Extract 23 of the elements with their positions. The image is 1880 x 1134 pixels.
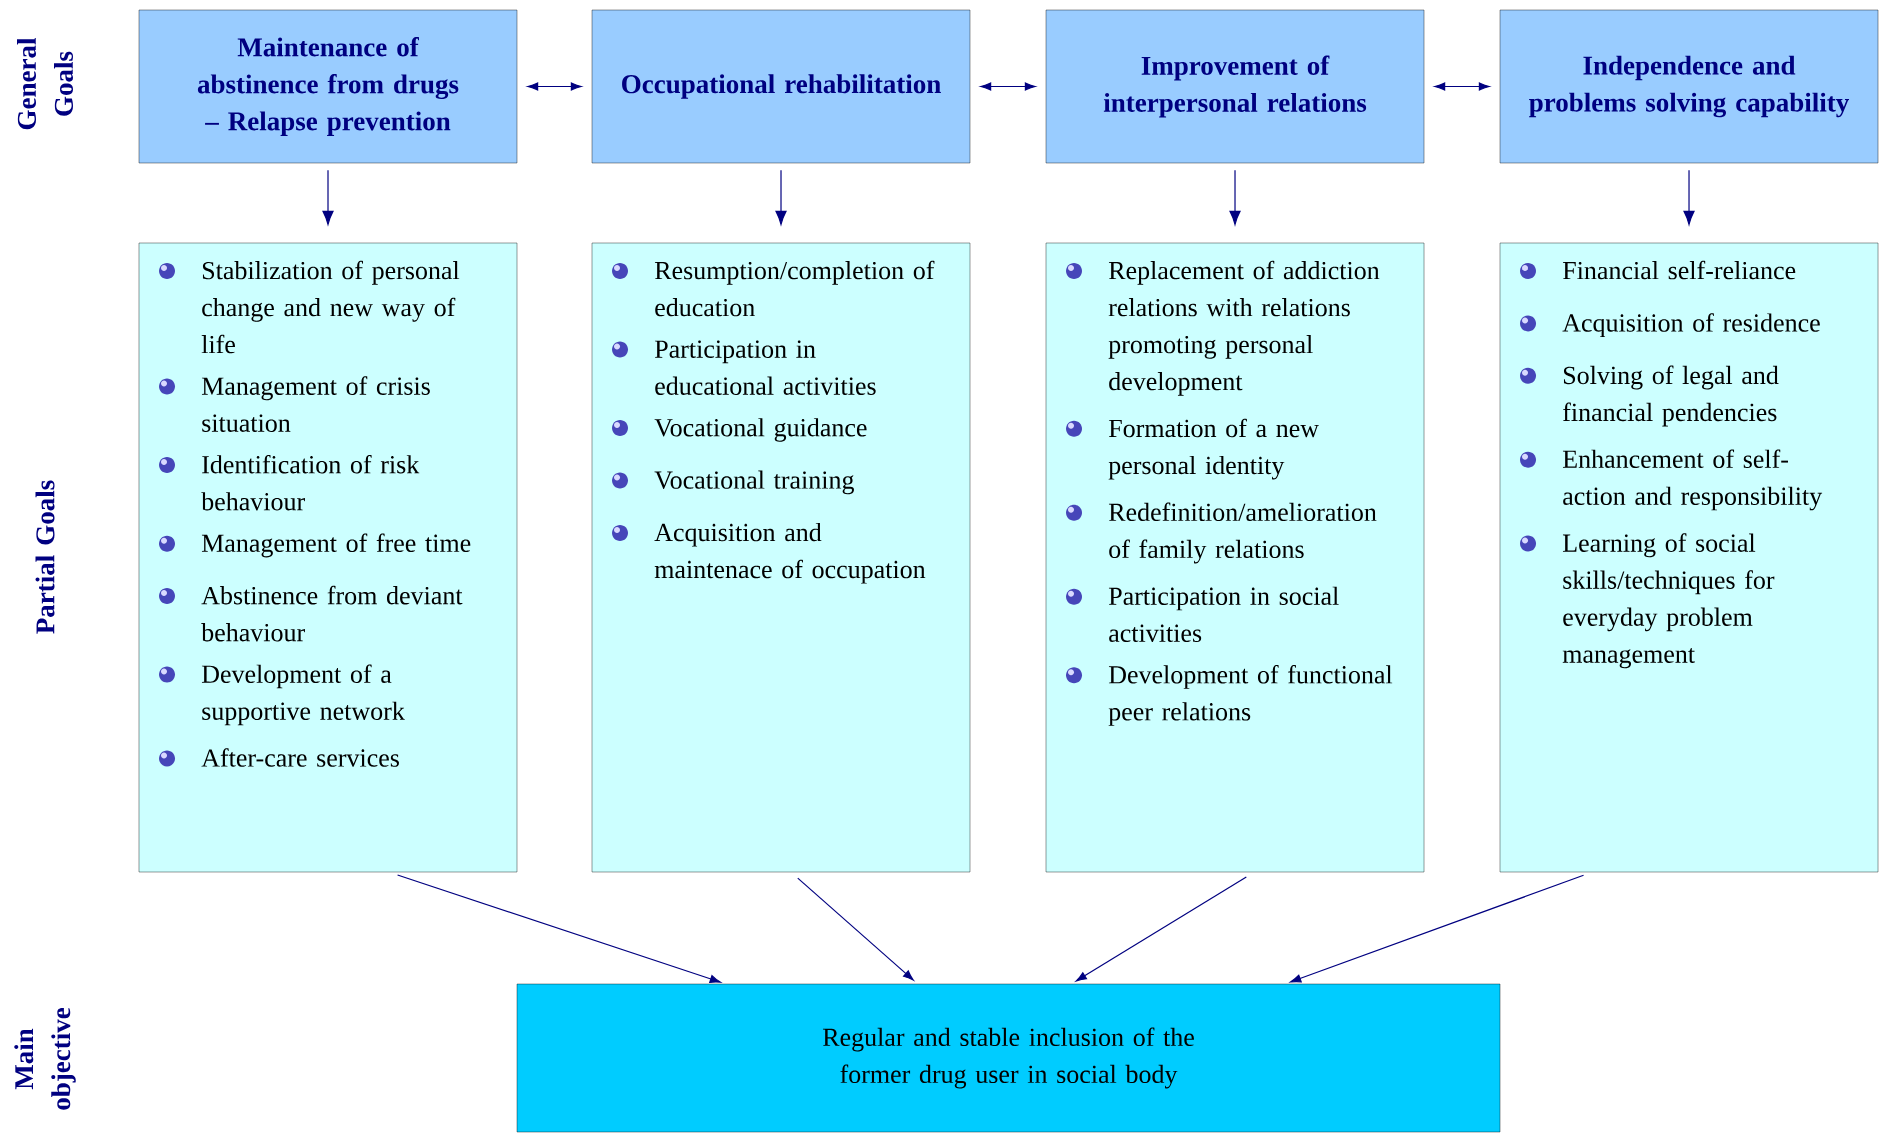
goal-box: Financial self-reliance Acquisition of residence Solving of legal and financial pendencies Enhancement of self-action and responsibility Learning of social skills/techniques for everyday problem management (1499, 242, 1879, 873)
arrow (1290, 874, 1585, 983)
goal-box: Independence and problems solving capability (1499, 9, 1879, 164)
arrow (527, 82, 582, 91)
arrow (1434, 82, 1490, 91)
arrow (396, 874, 721, 983)
arrow (980, 82, 1036, 91)
goal-box: Occupational rehabilitation (591, 9, 971, 164)
goal-box: Improvement of interpersonal relations (1045, 9, 1425, 164)
arrow (1683, 169, 1695, 225)
arrow (775, 169, 787, 225)
arrow (322, 169, 334, 225)
arrow (1229, 169, 1241, 225)
goal-box: Resumption/completion of education Participation in educational activities Vocational guidance Vocational training Acquisition and maintenace of occupation (591, 242, 971, 873)
objective-box: Regular and stable inclusion of the former drug user in social body (516, 983, 1501, 1133)
arrow (797, 877, 914, 981)
side-label: Partial Goals (35, 480, 55, 634)
goal-box: Replacement of addiction relations with relations promoting personal development Formation of a new personal identity Redefinition/amelioration of family relations Participation in social activities Development of functional peer relations (1045, 242, 1425, 873)
goal-box: Stabilization of personal change and new way of life Management of crisis situation Identification of risk behaviour Management of free time Abstinence from deviant behaviour Development of a supportive network After-care services (138, 242, 518, 873)
side-label: General Goals (17, 37, 73, 130)
goal-box: Maintenance of abstinence from drugs – Relapse prevention (138, 9, 518, 164)
side-label: Main objective (14, 1008, 76, 1110)
arrow (1075, 876, 1247, 982)
